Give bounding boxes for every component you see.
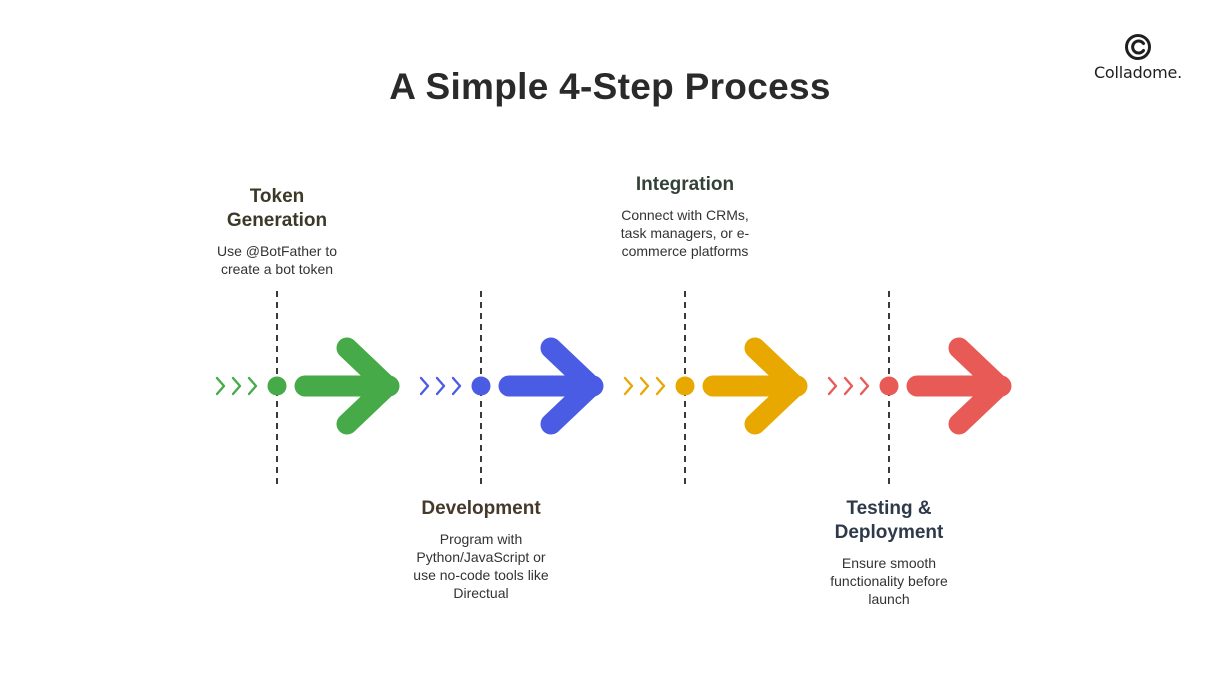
step-dot bbox=[471, 376, 491, 396]
chevron-icon bbox=[859, 376, 870, 396]
chevron-icon bbox=[451, 376, 462, 396]
step-1-label: Token Generation Use @BotFather to creat… bbox=[202, 185, 352, 278]
step-4-label: Testing & Deployment Ensure smooth funct… bbox=[814, 497, 964, 608]
chevron-icon bbox=[435, 376, 446, 396]
arrow-head-icon bbox=[540, 337, 602, 435]
arrow-head-icon bbox=[336, 337, 398, 435]
step-3-label: Integration Connect with CRMs, task mana… bbox=[610, 173, 760, 260]
step-dot bbox=[675, 376, 695, 396]
chevron-icon bbox=[419, 376, 430, 396]
step-2-label: Development Program with Python/JavaScri… bbox=[406, 497, 556, 602]
step-description: Use @BotFather to create a bot token bbox=[216, 243, 338, 277]
logo-text: Colladome. bbox=[1093, 63, 1183, 82]
step-description: Connect with CRMs, task managers, or e-c… bbox=[620, 207, 750, 259]
step-title: Integration bbox=[635, 174, 735, 195]
step-title: Token Generation bbox=[226, 186, 328, 231]
arrow-head-icon bbox=[948, 337, 1010, 435]
chevron-icon bbox=[639, 376, 650, 396]
chevron-icon bbox=[843, 376, 854, 396]
brand-logo: Colladome. bbox=[1088, 32, 1188, 82]
step-title: Development bbox=[421, 498, 541, 519]
chevron-icon bbox=[623, 376, 634, 396]
chevron-icon bbox=[215, 376, 226, 396]
chevron-icon bbox=[247, 376, 258, 396]
arrow-head-icon bbox=[744, 337, 806, 435]
colladome-logo-icon bbox=[1125, 34, 1151, 60]
page-title: A Simple 4-Step Process bbox=[389, 66, 831, 107]
step-dot bbox=[267, 376, 287, 396]
step-description: Ensure smooth functionality before launc… bbox=[830, 555, 948, 607]
step-description: Program with Python/JavaScript or use no… bbox=[413, 531, 549, 601]
chevron-icon bbox=[827, 376, 838, 396]
chevron-icon bbox=[231, 376, 242, 396]
step-dot bbox=[879, 376, 899, 396]
step-title: Testing & Deployment bbox=[834, 498, 944, 543]
chevron-icon bbox=[655, 376, 666, 396]
